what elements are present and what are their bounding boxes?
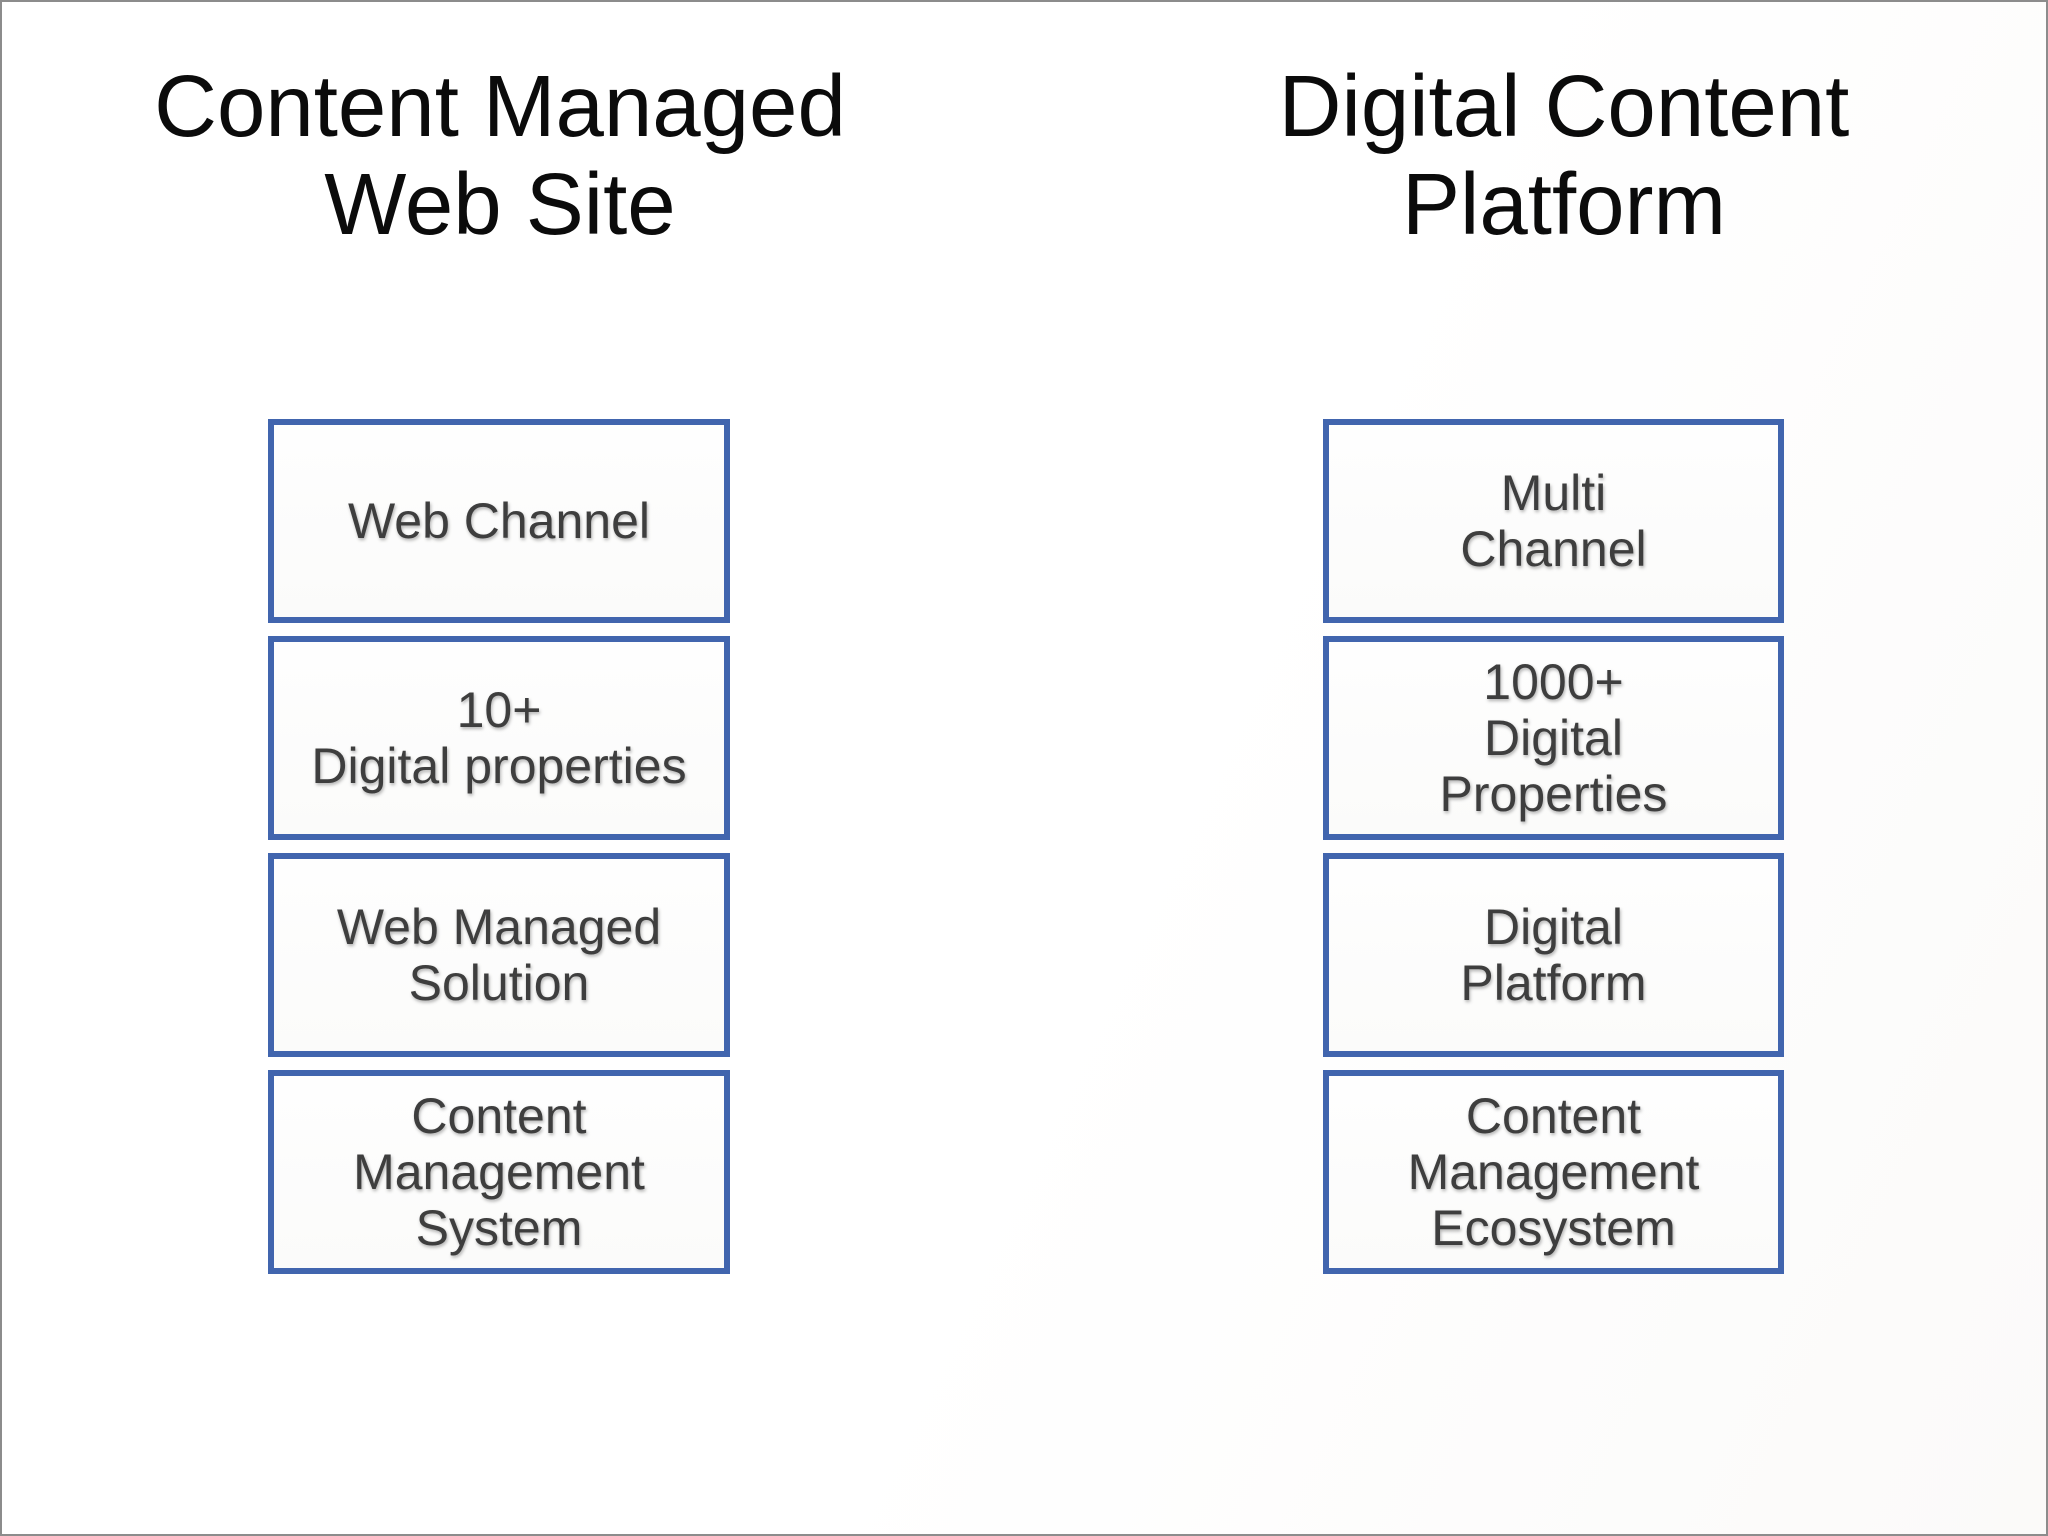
left-box-stack: Web Channel 10+ Digital properties Web M…	[268, 419, 730, 1274]
right-box-stack: Multi Channel 1000+ Digital Properties D…	[1323, 419, 1784, 1274]
right-column-title: Digital Content Platform	[1278, 58, 1850, 254]
box-web-managed-solution: Web Managed Solution	[268, 853, 730, 1057]
box-digital-platform: Digital Platform	[1323, 853, 1784, 1057]
box-content-management-ecosystem: Content Management Ecosystem	[1323, 1070, 1784, 1274]
box-content-management-system: Content Management System	[268, 1070, 730, 1274]
box-web-channel: Web Channel	[268, 419, 730, 623]
box-multi-channel: Multi Channel	[1323, 419, 1784, 623]
box-10-plus-digital-properties: 10+ Digital properties	[268, 636, 730, 840]
left-column-title: Content Managed Web Site	[154, 58, 846, 254]
box-1000-plus-digital-properties: 1000+ Digital Properties	[1323, 636, 1784, 840]
